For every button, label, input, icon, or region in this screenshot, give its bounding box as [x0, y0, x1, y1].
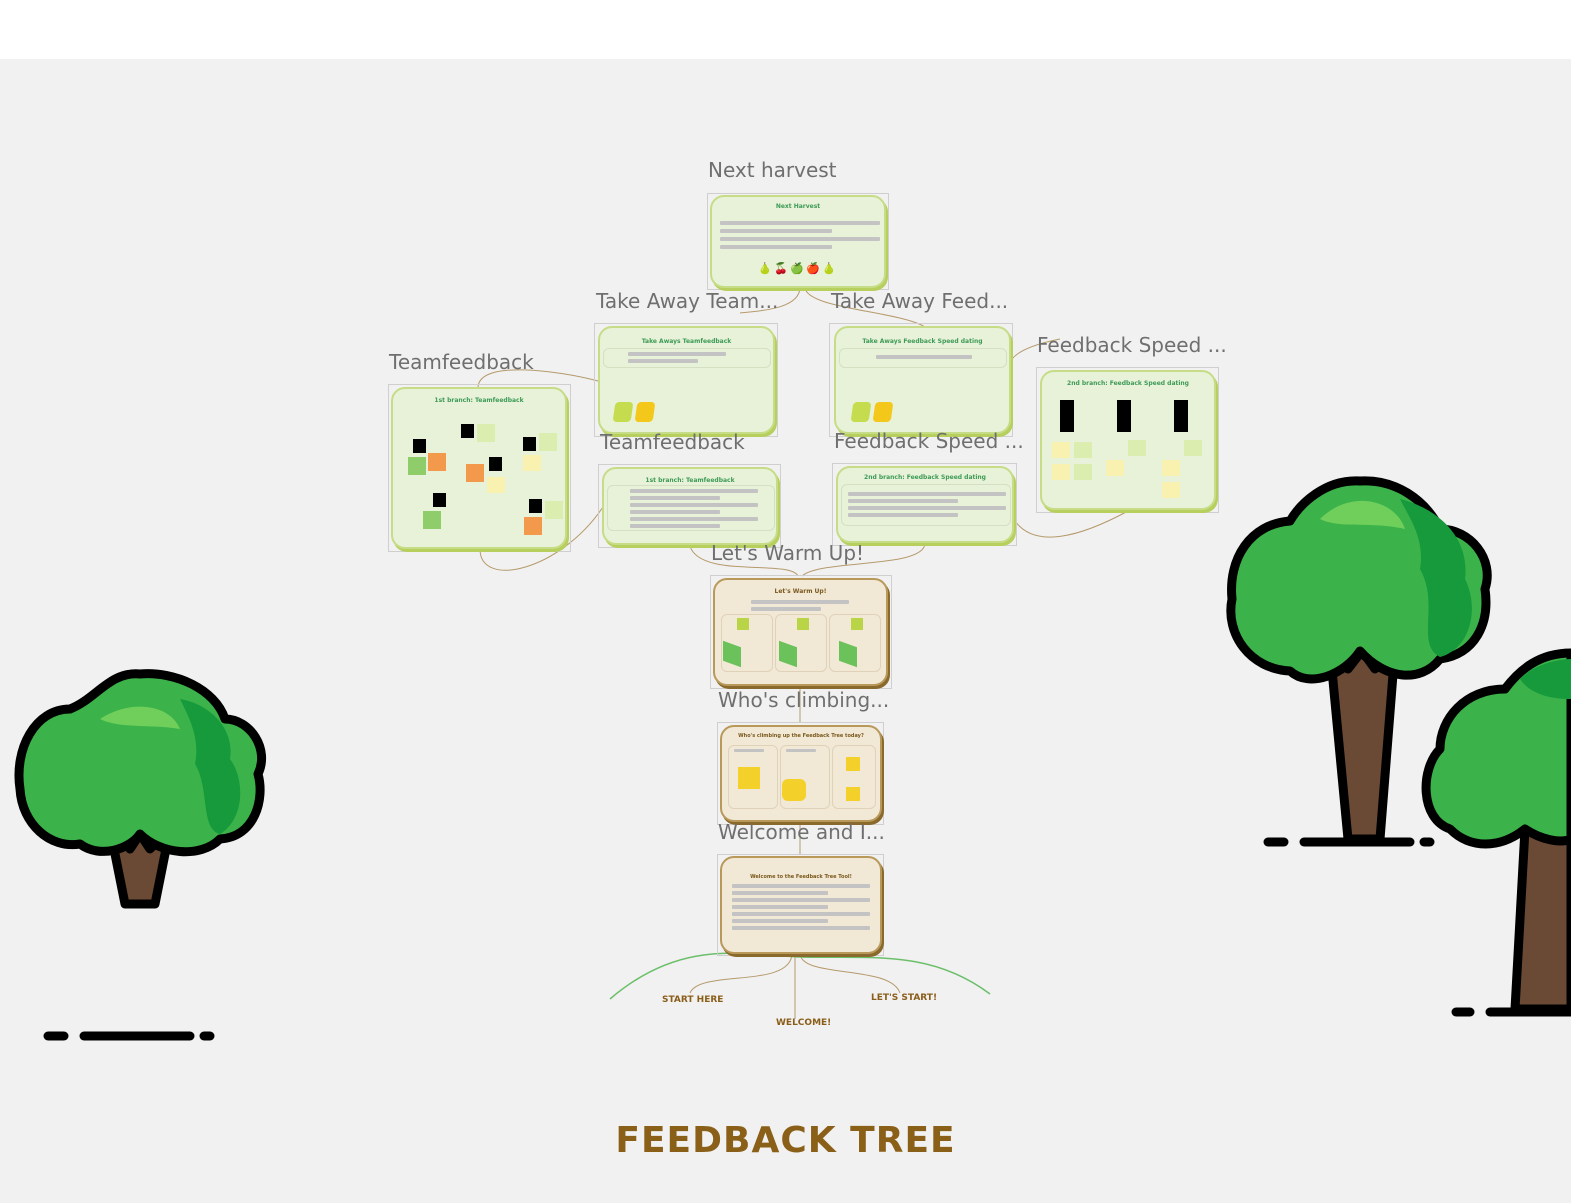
frame-welcome[interactable]	[717, 854, 884, 956]
tree-icon	[1226, 476, 1492, 847]
frame-teamfeedback-left[interactable]	[388, 384, 571, 552]
card-title: 2nd branch: Feedback Speed dating	[1067, 380, 1189, 387]
frame-feedback-speed-mid[interactable]	[832, 463, 1017, 546]
card-title: Let's Warm Up!	[774, 588, 827, 595]
card-climbing[interactable]: Who's climbing up the Feedback Tree toda…	[720, 725, 882, 822]
frame-warm-up[interactable]	[710, 575, 892, 689]
card-warm-up[interactable]: Let's Warm Up!	[713, 578, 888, 686]
card-title: 1st branch: Teamfeedback	[434, 397, 524, 404]
frame-label-takeaway-team[interactable]: Take Away Team...	[596, 289, 779, 313]
pear-icon: 🍐	[758, 262, 772, 275]
connector-layer	[477, 286, 1129, 1019]
card-teamfeedback-left[interactable]: 1st branch: Teamfeedback	[391, 387, 567, 549]
root-label-welcome: WELCOME!	[776, 1018, 832, 1028]
card-feedback-speed-mid[interactable]: 2nd branch: Feedback Speed dating	[836, 466, 1014, 543]
decorative-trees	[14, 476, 1571, 1041]
card-welcome[interactable]: Welcome to the Feedback Tree Tool!	[720, 856, 882, 954]
card-title: Next Harvest	[775, 203, 821, 210]
card-takeaway-team[interactable]: Take Aways Teamfeedback	[598, 326, 775, 434]
card-title: Welcome to the Feedback Tree Tool!	[750, 874, 852, 880]
frame-feedback-speed-right[interactable]	[1036, 367, 1219, 513]
cherry-icon: 🍒	[774, 262, 788, 275]
card-title: Take Aways Teamfeedback	[641, 338, 732, 345]
frame-label-welcome[interactable]: Welcome and I...	[718, 820, 885, 844]
frame-teamfeedback-mid[interactable]	[598, 464, 781, 548]
frame-label-warm-up[interactable]: Let's Warm Up!	[711, 541, 865, 565]
tree-icon	[14, 669, 267, 1041]
frame-next-harvest[interactable]	[707, 193, 889, 290]
frame-takeaway-team[interactable]	[594, 323, 778, 437]
whiteboard-canvas[interactable]: Next harvest Next Harvest 🍐 🍒 🍏 🍎 🍐 Take…	[0, 59, 1571, 1203]
card-next-harvest[interactable]: Next Harvest 🍐 🍒 🍏 🍎 🍐	[710, 195, 886, 288]
tree-icon	[1421, 648, 1571, 1017]
frame-label-next-harvest[interactable]: Next harvest	[708, 158, 837, 182]
root-label-lets-start: LET'S START!	[871, 993, 938, 1003]
frame-label-climbing[interactable]: Who's climbing...	[718, 688, 890, 712]
card-takeaway-feed[interactable]: Take Aways Feedback Speed dating	[834, 326, 1011, 434]
frame-label-feedback-speed-right[interactable]: Feedback Speed ...	[1037, 333, 1227, 357]
card-title: 2nd branch: Feedback Speed dating	[864, 474, 986, 481]
frame-takeaway-feed[interactable]	[829, 323, 1013, 437]
frame-label-feedback-speed-mid[interactable]: Feedback Speed ...	[834, 429, 1024, 453]
frame-label-takeaway-feed[interactable]: Take Away Feed...	[831, 289, 1009, 313]
green-apple-icon: 🍏	[790, 262, 804, 275]
card-feedback-speed-right[interactable]: 2nd branch: Feedback Speed dating	[1040, 370, 1216, 510]
card-title: Take Aways Feedback Speed dating	[862, 338, 983, 345]
card-title: 1st branch: Teamfeedback	[645, 477, 735, 484]
card-teamfeedback-mid[interactable]: 1st branch: Teamfeedback	[602, 467, 778, 545]
frame-climbing[interactable]	[717, 722, 884, 825]
card-title: Who's climbing up the Feedback Tree toda…	[738, 733, 864, 739]
frame-label-teamfeedback-left[interactable]: Teamfeedback	[389, 350, 534, 374]
root-label-start-here: START HERE	[662, 995, 724, 1005]
pear-icon: 🍐	[822, 262, 836, 275]
red-apple-icon: 🍎	[806, 262, 820, 275]
top-bar	[0, 0, 1571, 59]
frame-label-teamfeedback-mid[interactable]: Teamfeedback	[600, 430, 745, 454]
board-title: FEEDBACK TREE	[615, 1120, 956, 1161]
